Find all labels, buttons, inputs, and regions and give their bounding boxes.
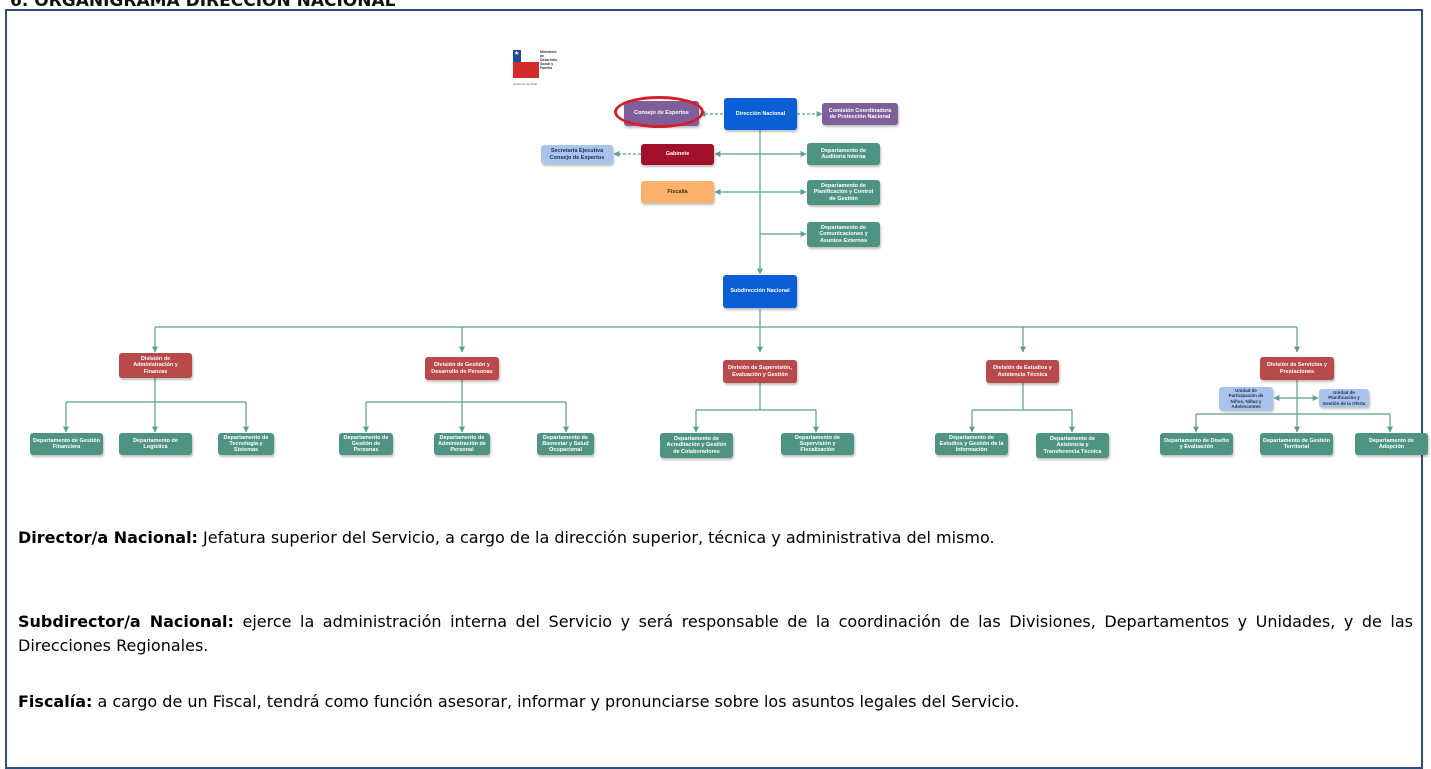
node-dep-bienestar: Departamento de Bienestar y Salud Ocupac…: [537, 433, 594, 455]
connector-lines: [63, 111, 1393, 433]
section-heading: 6. ORGANIGRAMA DIRECCIÓN NACIONAL: [10, 0, 396, 11]
node-dep-admin-personal: Departamento de Administración de Person…: [434, 433, 490, 455]
logo-text: Ministerio de Desarrollo Social y Famili…: [540, 50, 558, 70]
desc-director: Jefatura superior del Servicio, a cargo …: [197, 528, 995, 547]
node-div-servicios: División de Servicios y Prestaciones: [1260, 357, 1334, 380]
node-fiscalia: Fiscalía: [641, 181, 714, 203]
node-dep-asistencia: Departamento de Asistencia y Transferenc…: [1036, 433, 1109, 458]
node-comision-coordinadora: Comisión Coordinadora de Protección Naci…: [822, 103, 898, 125]
node-dep-supervision: Departamento de Supervisión y Fiscalizac…: [781, 433, 854, 455]
node-dep-adopcion: Departamento de Adopción: [1355, 433, 1428, 455]
star-icon: ★: [514, 51, 520, 57]
node-direccion-nacional: Dirección Nacional: [724, 98, 797, 130]
node-dep-tecnologia: Departamento de Tecnología y Sistemas: [218, 433, 274, 455]
flag-red-block: [513, 62, 539, 78]
term-director: Director/a Nacional:: [18, 528, 198, 547]
logo-subtext: Gobierno de Chile: [513, 82, 538, 86]
paragraph-fiscalia: Fiscalía: a cargo de un Fiscal, tendrá c…: [18, 690, 1413, 714]
node-dep-acreditacion: Departamento de Acreditación y Gestión d…: [660, 433, 733, 458]
node-div-supervision: División de Supervisión, Evaluación y Ge…: [723, 360, 797, 383]
node-dep-planificacion: Departamento de Planificación y Control …: [807, 180, 880, 205]
node-subdireccion-nacional: Subdirección Nacional: [723, 275, 797, 308]
highlight-circle: [614, 96, 704, 128]
paragraph-director: Director/a Nacional: Jefatura superior d…: [18, 526, 1413, 550]
node-dep-diseno: Departamento de Diseño y Evaluación: [1160, 433, 1233, 455]
node-div-gestion-personas: División de Gestión y Desarrollo de Pers…: [425, 357, 499, 380]
node-dep-estudios: Departamento de Estudios y Gestión de la…: [935, 433, 1008, 455]
paragraph-subdirector: Subdirector/a Nacional: ejerce la admini…: [18, 610, 1413, 658]
node-div-estudios: División de Estudios y Asistencia Técnic…: [986, 360, 1059, 383]
node-dep-territorial: Departamento de Gestión Territorial: [1260, 433, 1333, 455]
desc-subdirector: ejerce la administración interna del Ser…: [18, 612, 1414, 655]
node-dep-comunicaciones: Departamento de Comunicaciones y Asuntos…: [807, 222, 880, 247]
node-unidad-participacion: Unidad de Participación de Niños, Niñas …: [1219, 387, 1273, 410]
node-dep-gestion-personas: Departamento de Gestión de Personas: [339, 433, 393, 455]
ministry-logo: ★ Ministerio de Desarrollo Social y Fami…: [510, 47, 562, 92]
desc-fiscalia: a cargo de un Fiscal, tendrá como funció…: [92, 692, 1020, 711]
node-secretaria-ejecutiva: Secretaría Ejecutiva Consejo de Expertos: [541, 145, 613, 164]
node-dep-gestion-financiera: Departamento de Gestión Financiera: [30, 433, 103, 455]
node-dep-logistica: Departamento de Logística: [119, 433, 192, 455]
node-div-administracion: División de Administración y Finanzas: [119, 353, 192, 378]
term-fiscalia: Fiscalía:: [18, 692, 93, 711]
node-dep-auditoria: Departamento de Auditoría Interna: [807, 143, 880, 165]
term-subdirector: Subdirector/a Nacional:: [18, 612, 234, 631]
org-chart: ★ Ministerio de Desarrollo Social y Fami…: [30, 47, 1428, 458]
node-gabinete: Gabinete: [641, 144, 714, 165]
node-unidad-planificacion: Unidad de Planificación y Gestión de la …: [1319, 389, 1369, 407]
flag-blue-block: [513, 50, 521, 62]
